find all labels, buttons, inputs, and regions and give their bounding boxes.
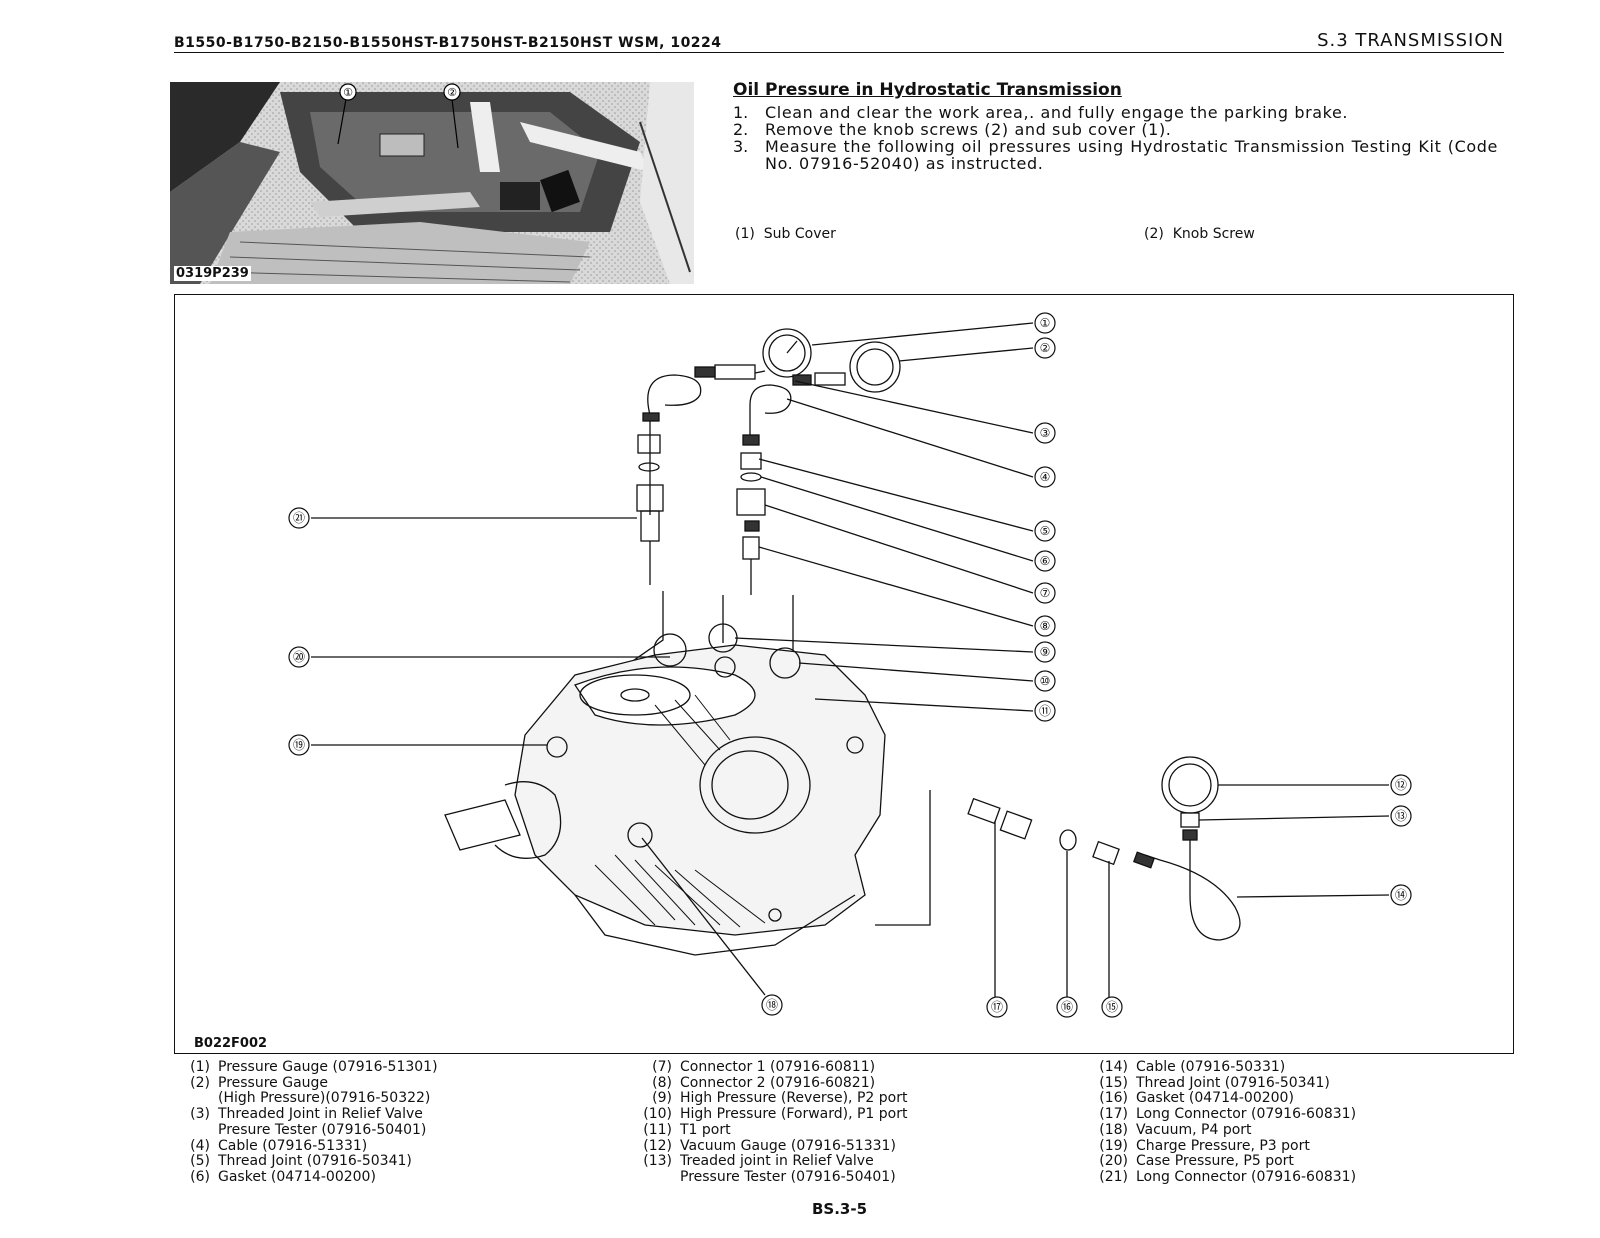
list-item: (14)Cable (07916-50331) [1099, 1059, 1286, 1075]
parts-list-column-1: (1)Pressure Gauge (07916-51301) (2)Press… [166, 1059, 586, 1186]
figure-callout-11: ⑪ [1039, 704, 1051, 718]
list-item: (20)Case Pressure, P5 port [1099, 1153, 1294, 1170]
list-item: (13)Treaded joint in Relief Valve [643, 1153, 874, 1170]
list-item: (6)Gasket (04714-00200) [190, 1168, 376, 1185]
section-header: S.3 TRANSMISSION [1317, 30, 1504, 51]
figure-callout-8: ⑧ [1040, 619, 1051, 633]
figure-callout-2: ② [1040, 341, 1051, 355]
list-item: (12)Vacuum Gauge (07916-51331) [643, 1137, 896, 1154]
page-number: BS.3-5 [812, 1200, 868, 1218]
figure-callout-18: ⑱ [766, 998, 778, 1012]
figure-id: B022F002 [194, 1036, 268, 1051]
figure-callout-17: ⑰ [991, 1000, 1003, 1014]
parts-list-column-3: (14)Cable (07916-50331) (15)Thread Joint… [1084, 1059, 1524, 1186]
list-item: (16)Gasket (04714-00200) [1099, 1090, 1294, 1107]
photo-callout-1: ① [343, 86, 353, 99]
header-rule [174, 52, 1504, 53]
figure-callout-12: ⑫ [1395, 778, 1407, 792]
list-item: (21)Long Connector (07916-60831) [1099, 1168, 1357, 1185]
list-item: (19)Charge Pressure, P3 port [1099, 1137, 1310, 1154]
figure-callout-10: ⑩ [1040, 674, 1051, 688]
step-item: 1.Clean and clear the work area,. and fu… [733, 103, 1349, 122]
figure-callout-7: ⑦ [1040, 586, 1051, 600]
sub-cover-photo: ① ② [170, 82, 694, 284]
figure-callout-13: ⑬ [1395, 809, 1407, 823]
figure-callout-14: ⑭ [1395, 888, 1407, 902]
figure-callout-15: ⑮ [1106, 1000, 1118, 1014]
list-item: (11)T1 port [643, 1121, 731, 1138]
list-item: (1)Pressure Gauge (07916-51301) [190, 1059, 438, 1075]
photo-id: 0319P239 [174, 266, 251, 281]
figure-callout-9: ⑨ [1040, 645, 1051, 659]
photo-legend-2: (2) Knob Screw [1144, 226, 1255, 242]
figure-callout-4: ④ [1040, 470, 1051, 484]
figure-callout-20: ⑳ [293, 650, 305, 664]
list-item: (17)Long Connector (07916-60831) [1099, 1106, 1357, 1123]
list-item: (3)Threaded Joint in Relief Valve [190, 1106, 423, 1123]
list-item: (High Pressure)(07916-50322) [218, 1090, 431, 1107]
parts-list-column-2: (7)Connector 1 (07916-60811) (8)Connecto… [628, 1059, 1058, 1186]
list-item: (18)Vacuum, P4 port [1099, 1121, 1252, 1138]
list-item: (7)Connector 1 (07916-60811) [652, 1059, 876, 1075]
list-item: (9)High Pressure (Reverse), P2 port [652, 1090, 908, 1107]
figure-callout-21: ㉑ [293, 511, 305, 525]
figure-callout-19: ⑲ [293, 738, 305, 752]
figure-callout-3: ③ [1040, 426, 1051, 440]
list-item: (15)Thread Joint (07916-50341) [1099, 1074, 1330, 1091]
list-item: (5)Thread Joint (07916-50341) [190, 1153, 412, 1170]
figure-callout-1: ① [1040, 316, 1051, 330]
step-item: 2.Remove the knob screws (2) and sub cov… [733, 120, 1172, 139]
figure-callout-6: ⑥ [1040, 554, 1051, 568]
photo-legend-1: (1) Sub Cover [735, 226, 836, 242]
list-item: (10)High Pressure (Forward), P1 port [643, 1106, 908, 1123]
document-model-header: B1550-B1750-B2150-B1550HST-B1750HST-B215… [174, 35, 722, 51]
list-item: (2)Pressure Gauge [190, 1074, 329, 1091]
list-item: Pressure Tester (07916-50401) [680, 1168, 896, 1185]
section-title: Oil Pressure in Hydrostatic Transmission [733, 80, 1122, 100]
list-item: (4)Cable (07916-51331) [190, 1137, 368, 1154]
list-item: Presure Tester (07916-50401) [218, 1121, 427, 1138]
figure-callout-16: ⑯ [1061, 1000, 1073, 1014]
figure-callout-5: ⑤ [1040, 524, 1051, 538]
step-item: 3.Measure the following oil pressures us… [733, 137, 1498, 173]
exploded-diagram: ① ② ③ ④ ⑤ ⑥ ⑦ ⑧ ⑨ ⑩ ⑪ ⑫ ⑬ ⑭ ⑮ ⑯ ⑰ ⑱ ⑲ ⑳ … [288, 312, 1412, 1018]
procedure-steps: 1.Clean and clear the work area,. and fu… [733, 104, 1498, 172]
exploded-diagram-frame: ① ② ③ ④ ⑤ ⑥ ⑦ ⑧ ⑨ ⑩ ⑪ ⑫ ⑬ ⑭ ⑮ ⑯ ⑰ ⑱ ⑲ ⑳ … [174, 294, 1514, 1054]
list-item: (8)Connector 2 (07916-60821) [652, 1074, 876, 1091]
photo-callout-2: ② [447, 86, 457, 99]
